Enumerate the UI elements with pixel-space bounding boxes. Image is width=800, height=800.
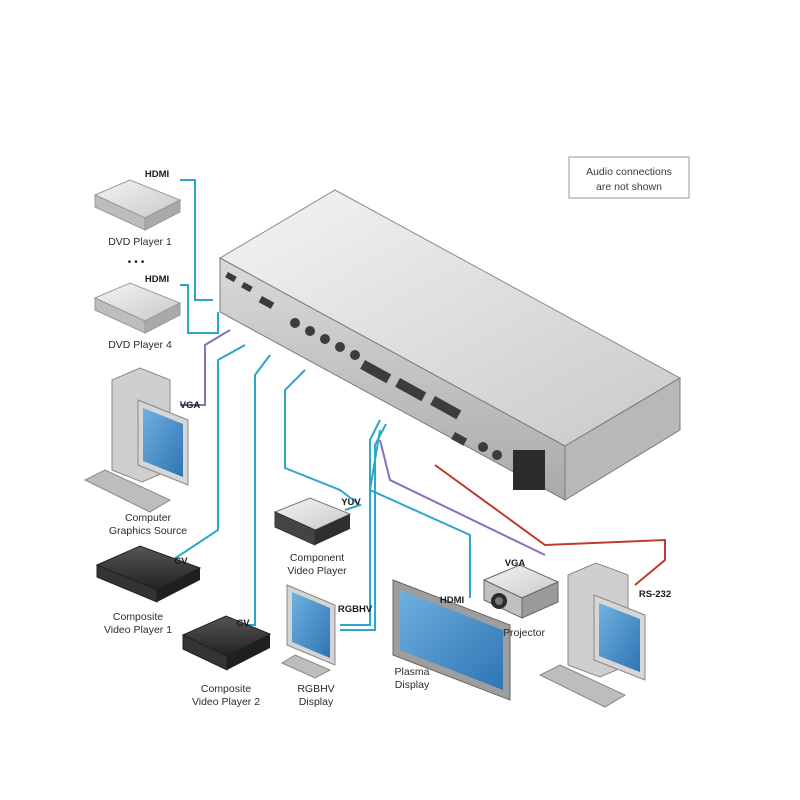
composite-video-player-1 (95, 545, 202, 603)
label-dvd-player-1: DVD Player 1 (108, 236, 172, 248)
yuv-cable (284, 369, 363, 511)
vga-cable-out (379, 439, 546, 556)
label-rgbhv-display-2: Display (299, 696, 334, 708)
control-computer (538, 562, 646, 708)
conn-label-hdmi-2: HDMI (145, 274, 169, 285)
label-composite-2a: Composite (201, 683, 251, 695)
label-rgbhv-display-1: RGBHV (297, 683, 334, 695)
note-box: Audio connections are not shown (568, 156, 690, 199)
note-line-1: Audio connections (586, 166, 672, 178)
vga-cable-in (180, 329, 231, 406)
conn-label-yuv: YUV (341, 497, 361, 508)
rgbhv-cable (340, 419, 387, 631)
hdmi-cable-out (368, 429, 471, 598)
connector-panel (225, 272, 502, 460)
label-computer-graphics-1: Computer (125, 512, 172, 524)
computer-graphics-source (83, 367, 189, 513)
component-video-player (273, 497, 352, 546)
conn-label-vga-out: VGA (505, 558, 526, 569)
conn-label-cv-2: CV (236, 618, 250, 629)
label-component-1: Component (290, 552, 344, 564)
power-socket (513, 450, 545, 490)
dvd-player-4 (93, 282, 182, 334)
note-line-2: are not shown (596, 181, 662, 193)
label-component-2: Video Player (287, 565, 347, 577)
cv-cable-2 (240, 354, 271, 626)
label-dvd-player-4: DVD Player 4 (108, 339, 172, 351)
conn-label-vga-in: VGA (180, 400, 201, 411)
rs232-cable (434, 464, 666, 586)
cv-cable-1 (164, 344, 246, 566)
hdmi-cable-2 (180, 284, 219, 334)
composite-video-player-2 (181, 615, 272, 671)
projector (482, 564, 560, 619)
label-composite-2b: Video Player 2 (192, 696, 260, 708)
conn-label-rgbhv: RGBHV (338, 604, 373, 615)
plasma-display (392, 579, 511, 701)
label-plasma-2: Display (395, 679, 430, 691)
dvd-player-1 (93, 179, 182, 231)
conn-label-hdmi-out: HDMI (440, 595, 464, 606)
switcher-unit (218, 189, 682, 501)
label-computer-graphics-2: Graphics Source (109, 525, 187, 537)
label-composite-1a: Composite (113, 611, 163, 623)
conn-label-rs232: RS-232 (639, 589, 671, 600)
hdmi-cable-1 (180, 179, 213, 301)
conn-label-hdmi-1: HDMI (145, 169, 169, 180)
label-composite-1b: Video Player 1 (104, 624, 172, 636)
ellipsis: • • • (128, 256, 145, 268)
rgbhv-display (280, 584, 336, 679)
label-plasma-1: Plasma (394, 666, 429, 678)
conn-label-cv-1: CV (174, 556, 188, 567)
label-projector: Projector (503, 627, 546, 639)
